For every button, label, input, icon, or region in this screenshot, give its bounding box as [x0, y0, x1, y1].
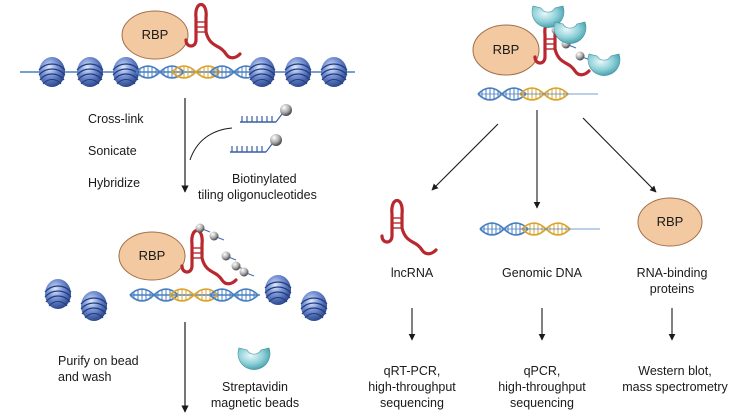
method-lncrna-line3: sequencing	[380, 396, 444, 410]
nucleosome-icon	[248, 56, 276, 88]
left-top-chromatin	[20, 2, 355, 88]
method-rbp-line2: mass spectrometry	[622, 380, 728, 394]
probe-curve-arrow	[189, 127, 233, 161]
method-dna-line3: sequencing	[510, 396, 574, 410]
nucleosome-icon	[44, 278, 72, 310]
probe-label-line2: tiling oligonucleotides	[198, 188, 317, 202]
method-rbp-line1: Western blot,	[638, 364, 712, 378]
step-hybridize-label: Hybridize	[88, 176, 141, 190]
biotin-probe-icon	[194, 222, 211, 234]
target-rbp-label-line1: RNA-binding	[636, 266, 708, 280]
rbp-label-protein: RBP	[656, 214, 684, 229]
biotin-probe-icon	[238, 266, 255, 278]
rbp-protein-icon	[637, 197, 703, 247]
probe-label-line1: Biotinylated	[232, 172, 297, 186]
method-dna-line1: qPCR,	[523, 364, 561, 378]
target-lncrna-label: lncRNA	[390, 266, 434, 280]
rbp-label-bottom-left: RBP	[138, 248, 166, 263]
nucleosome-icon	[264, 274, 292, 306]
lncrna-hairpin-icon	[184, 2, 242, 60]
nucleosome-icon	[284, 56, 312, 88]
target-genomic-dna-label: Genomic DNA	[502, 266, 582, 280]
rbp-label-top-left: RBP	[141, 27, 169, 42]
rbp-protein-icon	[118, 231, 186, 281]
target-rbp-label-line2: proteins	[649, 282, 695, 296]
biotin-probe-icon	[239, 103, 293, 123]
nucleosome-icon	[80, 290, 108, 322]
biotin-probe-icon	[208, 230, 225, 242]
nucleosome-icon	[300, 290, 328, 322]
right-top-complex	[472, 5, 621, 101]
nucleosome-icon	[38, 56, 66, 88]
purify-label-line1: Purify on bead	[58, 354, 139, 368]
bead-label-line1: Streptavidin	[221, 380, 288, 394]
streptavidin-bead-icon	[237, 347, 271, 370]
rbp-protein-icon	[121, 10, 189, 60]
left-bottom-complex	[44, 222, 328, 322]
rbp-protein-icon	[472, 24, 540, 76]
step-crosslink-label: Cross-link	[88, 112, 144, 126]
rbp-label-top-right: RBP	[492, 42, 520, 57]
method-dna-line2: high-throughput	[498, 380, 586, 394]
method-lncrna-line2: high-throughput	[368, 380, 456, 394]
streptavidin-bead-icon	[553, 21, 587, 44]
lncrna-hairpin-icon	[380, 198, 438, 256]
biotin-probe-icon	[229, 133, 283, 153]
bead-label-line2: magnetic beads	[210, 396, 300, 410]
streptavidin-bead-icon	[587, 53, 621, 76]
step-sonicate-label: Sonicate	[88, 144, 137, 158]
method-lncrna-line1: qRT-PCR,	[383, 364, 441, 378]
genomic-dna-icon	[479, 222, 600, 236]
nucleosome-icon	[320, 56, 348, 88]
nucleosome-icon	[112, 56, 140, 88]
purify-label-line2: and wash	[58, 370, 112, 384]
biotin-probe-icon	[220, 250, 237, 262]
branch-arrow	[431, 123, 499, 191]
nucleosome-icon	[76, 56, 104, 88]
branch-arrow	[582, 117, 657, 193]
